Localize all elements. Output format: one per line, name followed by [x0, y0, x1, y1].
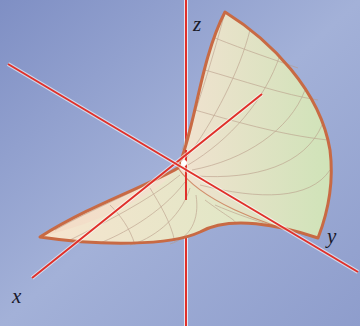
axis-label: z — [193, 14, 201, 35]
axes-front — [8, 64, 358, 278]
saddle-surface — [40, 12, 331, 245]
axis-label: x — [12, 286, 21, 307]
axis-label: y — [327, 226, 336, 247]
